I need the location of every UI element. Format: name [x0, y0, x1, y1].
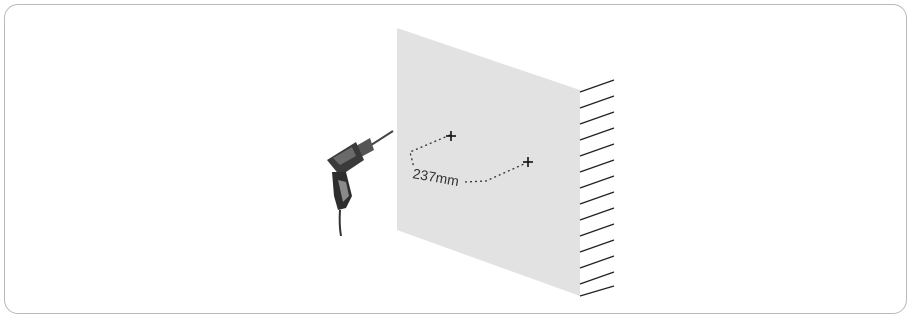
hole-marker-icon — [523, 157, 533, 167]
wall-hatching — [579, 79, 615, 297]
drill-icon — [327, 130, 394, 237]
distance-label: 237mm — [411, 165, 460, 189]
wall-panel — [397, 28, 580, 296]
measurement-guide — [409, 134, 525, 183]
hole-marker-icon — [446, 131, 456, 141]
